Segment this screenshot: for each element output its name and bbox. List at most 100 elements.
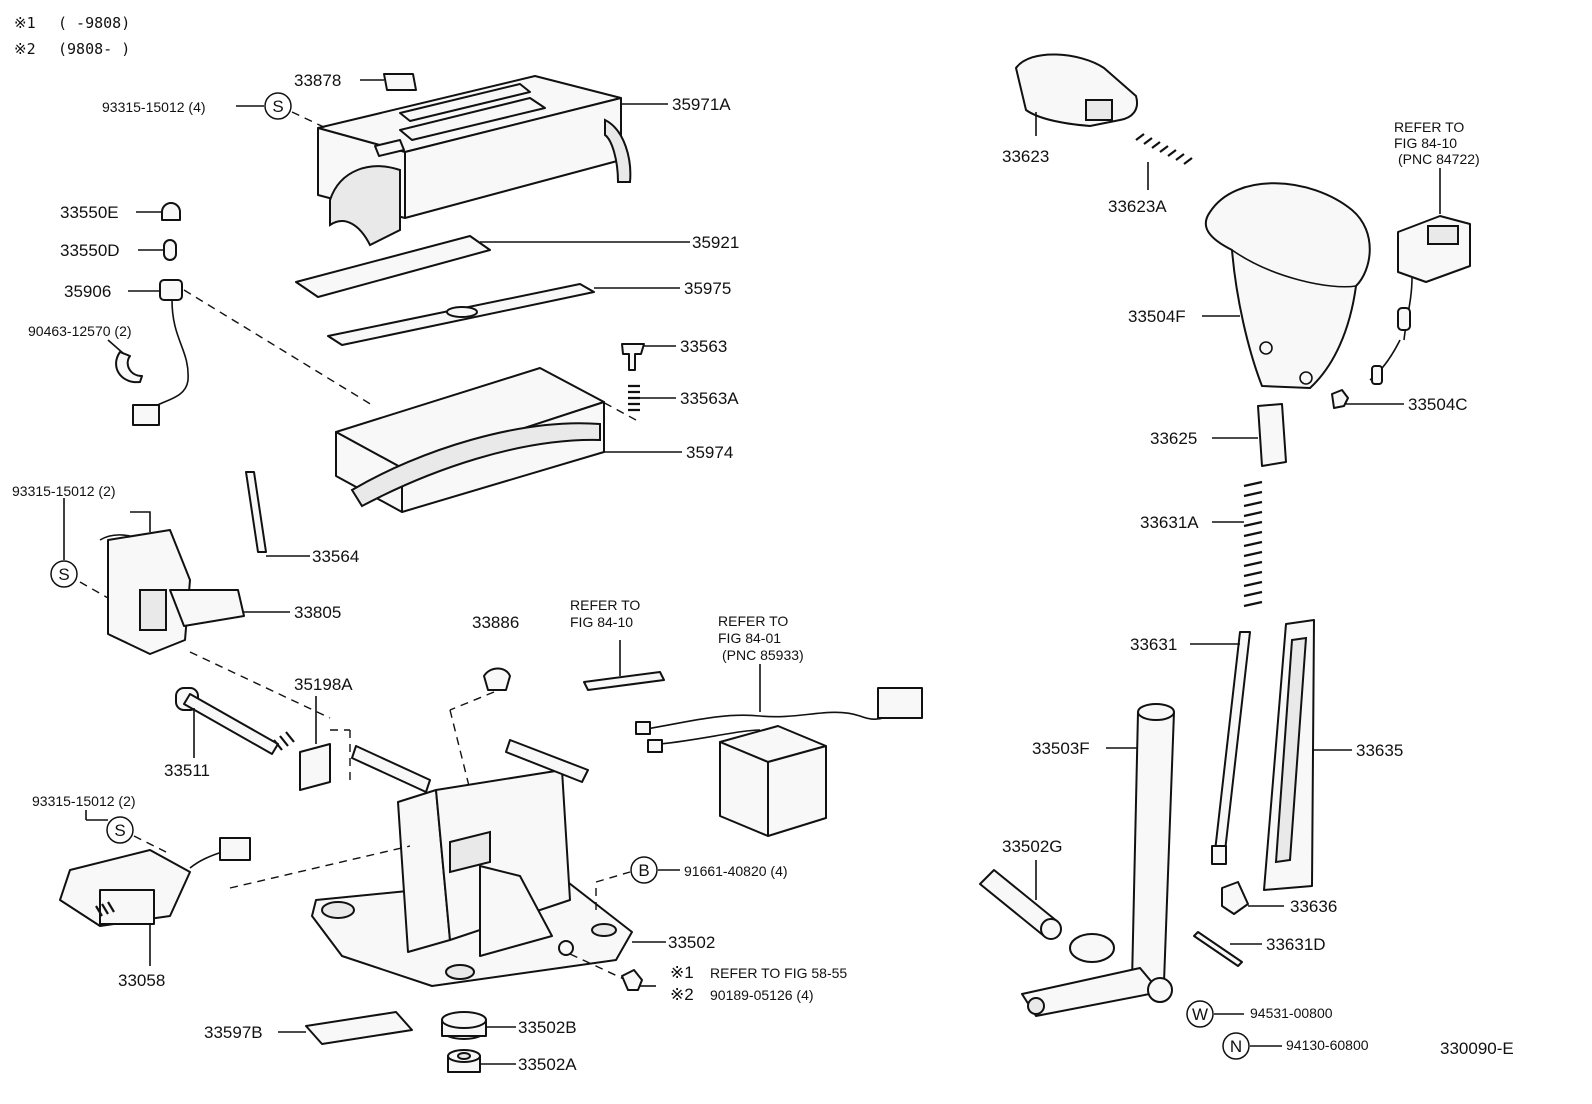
part-33623 [1015, 53, 1138, 136]
part-33564 [245, 471, 310, 557]
connector-ref-8410 [583, 640, 665, 691]
note-1: ※1 ( -9808) [14, 14, 130, 32]
label-33631D: 33631D [1266, 935, 1326, 954]
label-33502B: 33502B [518, 1018, 577, 1037]
svg-text:※2: ※2 [670, 985, 694, 1004]
part-33623A [1135, 133, 1193, 190]
note-2: ※2 (9808- ) [14, 40, 130, 58]
b-badge: B [630, 856, 658, 884]
label-refer-8410-b-1: REFER TO [1394, 119, 1464, 135]
label-refer-8401-3: (PNC 85933) [722, 647, 804, 663]
screw-callout-2b: S [85, 810, 167, 853]
part-35975 [327, 283, 680, 346]
label-93315-2b: 93315-15012 (2) [32, 793, 136, 809]
part-33502G [979, 860, 1062, 940]
label-33550D: 33550D [60, 241, 120, 260]
svg-text:W: W [1192, 1005, 1208, 1024]
label-33563A: 33563A [680, 389, 739, 408]
note-2-text: (9808- ) [58, 40, 130, 58]
label-35906: 35906 [64, 282, 111, 301]
washer-callout-94531: W [1186, 1000, 1244, 1028]
label-33631: 33631 [1130, 635, 1177, 654]
label-33504F: 33504F [1128, 307, 1186, 326]
note-1-text: ( -9808) [58, 14, 130, 32]
part-33504C [1331, 389, 1404, 409]
label-33550E: 33550E [60, 203, 119, 222]
part-33635 [1263, 619, 1352, 891]
label-33058: 33058 [118, 971, 165, 990]
part-33058 [59, 837, 411, 966]
part-shift-base-33502 [311, 739, 666, 987]
part-33625 [1212, 403, 1287, 467]
note-2-mark: ※2 [14, 40, 36, 58]
label-35971A: 35971A [672, 95, 731, 114]
label-33623A: 33623A [1108, 197, 1167, 216]
label-33502A: 33502A [518, 1055, 577, 1074]
label-33502: 33502 [668, 933, 715, 952]
label-33886: 33886 [472, 613, 519, 632]
label-33564: 33564 [312, 547, 359, 566]
label-33625: 33625 [1150, 429, 1197, 448]
part-35921 [295, 235, 690, 298]
label-refer-8410-b-3: (PNC 84722) [1398, 151, 1480, 167]
label-refer-8410-b-2: FIG 84-10 [1394, 135, 1457, 151]
screw-callout-2a: S [50, 498, 109, 599]
label-94531: 94531-00800 [1250, 1005, 1333, 1021]
s-badge: S [50, 560, 78, 588]
label-33636: 33636 [1290, 897, 1337, 916]
label-91661: 91661-40820 (4) [684, 863, 788, 879]
part-33631D [1193, 931, 1262, 967]
label-33502G: 33502G [1002, 837, 1063, 856]
bolt-callout-91661: B [595, 856, 680, 910]
part-33550E [136, 202, 181, 221]
label-33503F: 33503F [1032, 739, 1090, 758]
label-94130: 94130-60800 [1286, 1037, 1369, 1053]
n-badge: N [1222, 1032, 1250, 1060]
label-33635: 33635 [1356, 741, 1403, 760]
label-33511: 33511 [164, 761, 210, 780]
note-1-mark: ※1 [14, 14, 36, 32]
part-35906 [128, 279, 373, 426]
label-refer-8410-a-2: FIG 84-10 [570, 614, 633, 630]
switch-ref-8410 [1369, 168, 1471, 385]
s-badge: S [106, 816, 134, 844]
mark-2: ※2 [670, 985, 694, 1004]
part-35974 [335, 367, 682, 513]
label-35921: 35921 [692, 233, 739, 252]
label-33631A: 33631A [1140, 513, 1199, 532]
s-badge: S [264, 92, 292, 120]
part-33511 [175, 687, 295, 758]
part-33631 [1190, 631, 1251, 865]
part-33886 [449, 667, 511, 791]
label-93315-2a: 93315-15012 (2) [12, 483, 116, 499]
svg-text:B: B [638, 861, 649, 880]
label-33563: 33563 [680, 337, 727, 356]
label-90189: 90189-05126 (4) [710, 987, 814, 1003]
label-35975: 35975 [684, 279, 731, 298]
part-35198A [299, 696, 351, 791]
part-33631A [1212, 480, 1263, 608]
label-diagram-id: 330090-E [1440, 1039, 1514, 1058]
svg-text:N: N [1230, 1037, 1242, 1056]
svg-text:S: S [58, 565, 69, 584]
module-ref-8401 [635, 664, 923, 837]
part-33636 [1221, 881, 1284, 915]
part-33502B [441, 1011, 516, 1040]
part-90189 [558, 940, 656, 991]
label-refer-8401-2: FIG 84-01 [718, 630, 781, 646]
label-33597B: 33597B [204, 1023, 263, 1042]
label-35974: 35974 [686, 443, 733, 462]
part-33504F [1202, 182, 1371, 389]
part-33550D [138, 239, 177, 261]
label-refer-8401-1: REFER TO [718, 613, 788, 629]
w-badge: W [1186, 1000, 1214, 1028]
mark-1: ※1 [670, 963, 694, 982]
svg-text:※1: ※1 [670, 963, 694, 982]
label-refer-5855: REFER TO FIG 58-55 [710, 965, 847, 981]
screw-callout-4: S [236, 92, 331, 131]
label-33805: 33805 [294, 603, 341, 622]
label-33878: 33878 [294, 71, 341, 90]
part-33597B [278, 1011, 413, 1045]
part-90463 [107, 339, 143, 384]
